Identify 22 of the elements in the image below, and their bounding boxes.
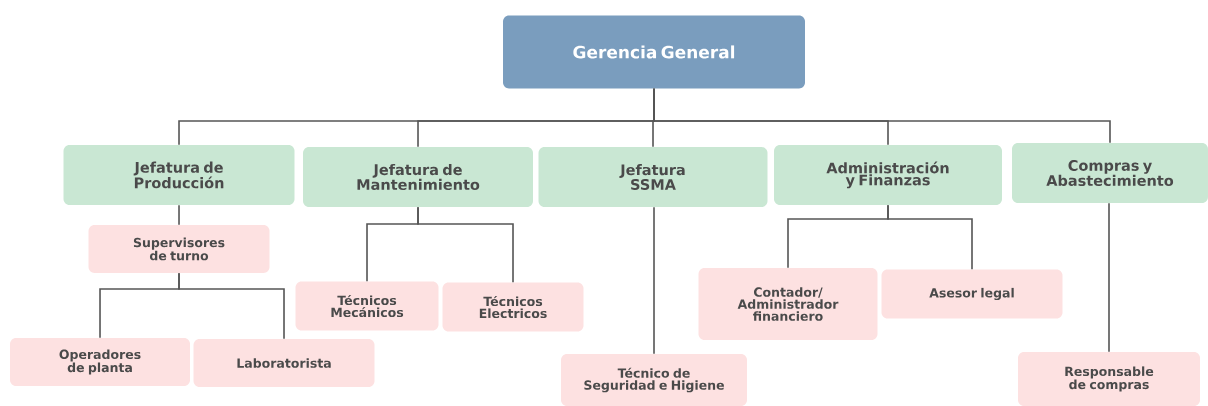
connector-line	[653, 206, 655, 355]
position-box: Responsable de compras	[1018, 352, 1200, 406]
department-box: Jefatura de Mantenimiento	[303, 147, 533, 207]
connector-line	[887, 204, 973, 271]
top-box: Gerencia General	[503, 15, 805, 89]
connector-line	[178, 272, 285, 340]
department-box: Jefatura SSMA	[538, 147, 768, 207]
position-box: Técnicos Electricos	[442, 282, 584, 332]
connector-line	[417, 206, 514, 284]
department-box: Compras y Abastecimiento	[1012, 143, 1208, 203]
connector-line	[178, 204, 180, 226]
position-box: Operadores de planta	[10, 338, 190, 386]
connector-line	[1108, 202, 1110, 353]
department-box: Administración y Finanzas	[774, 145, 1002, 205]
department-box: Jefatura de Producción	[63, 145, 295, 205]
position-box: Supervisores de turno	[88, 225, 270, 273]
position-box: Contador/ Administrador financiero	[698, 268, 878, 340]
position-box: Asesor legal	[881, 269, 1063, 319]
connector-line	[653, 87, 1111, 144]
position-box: Técnico de Seguridad e Higiene	[561, 354, 747, 406]
position-box: Técnicos Mecánicos	[295, 281, 439, 331]
position-box: Laboratorista	[193, 339, 375, 387]
